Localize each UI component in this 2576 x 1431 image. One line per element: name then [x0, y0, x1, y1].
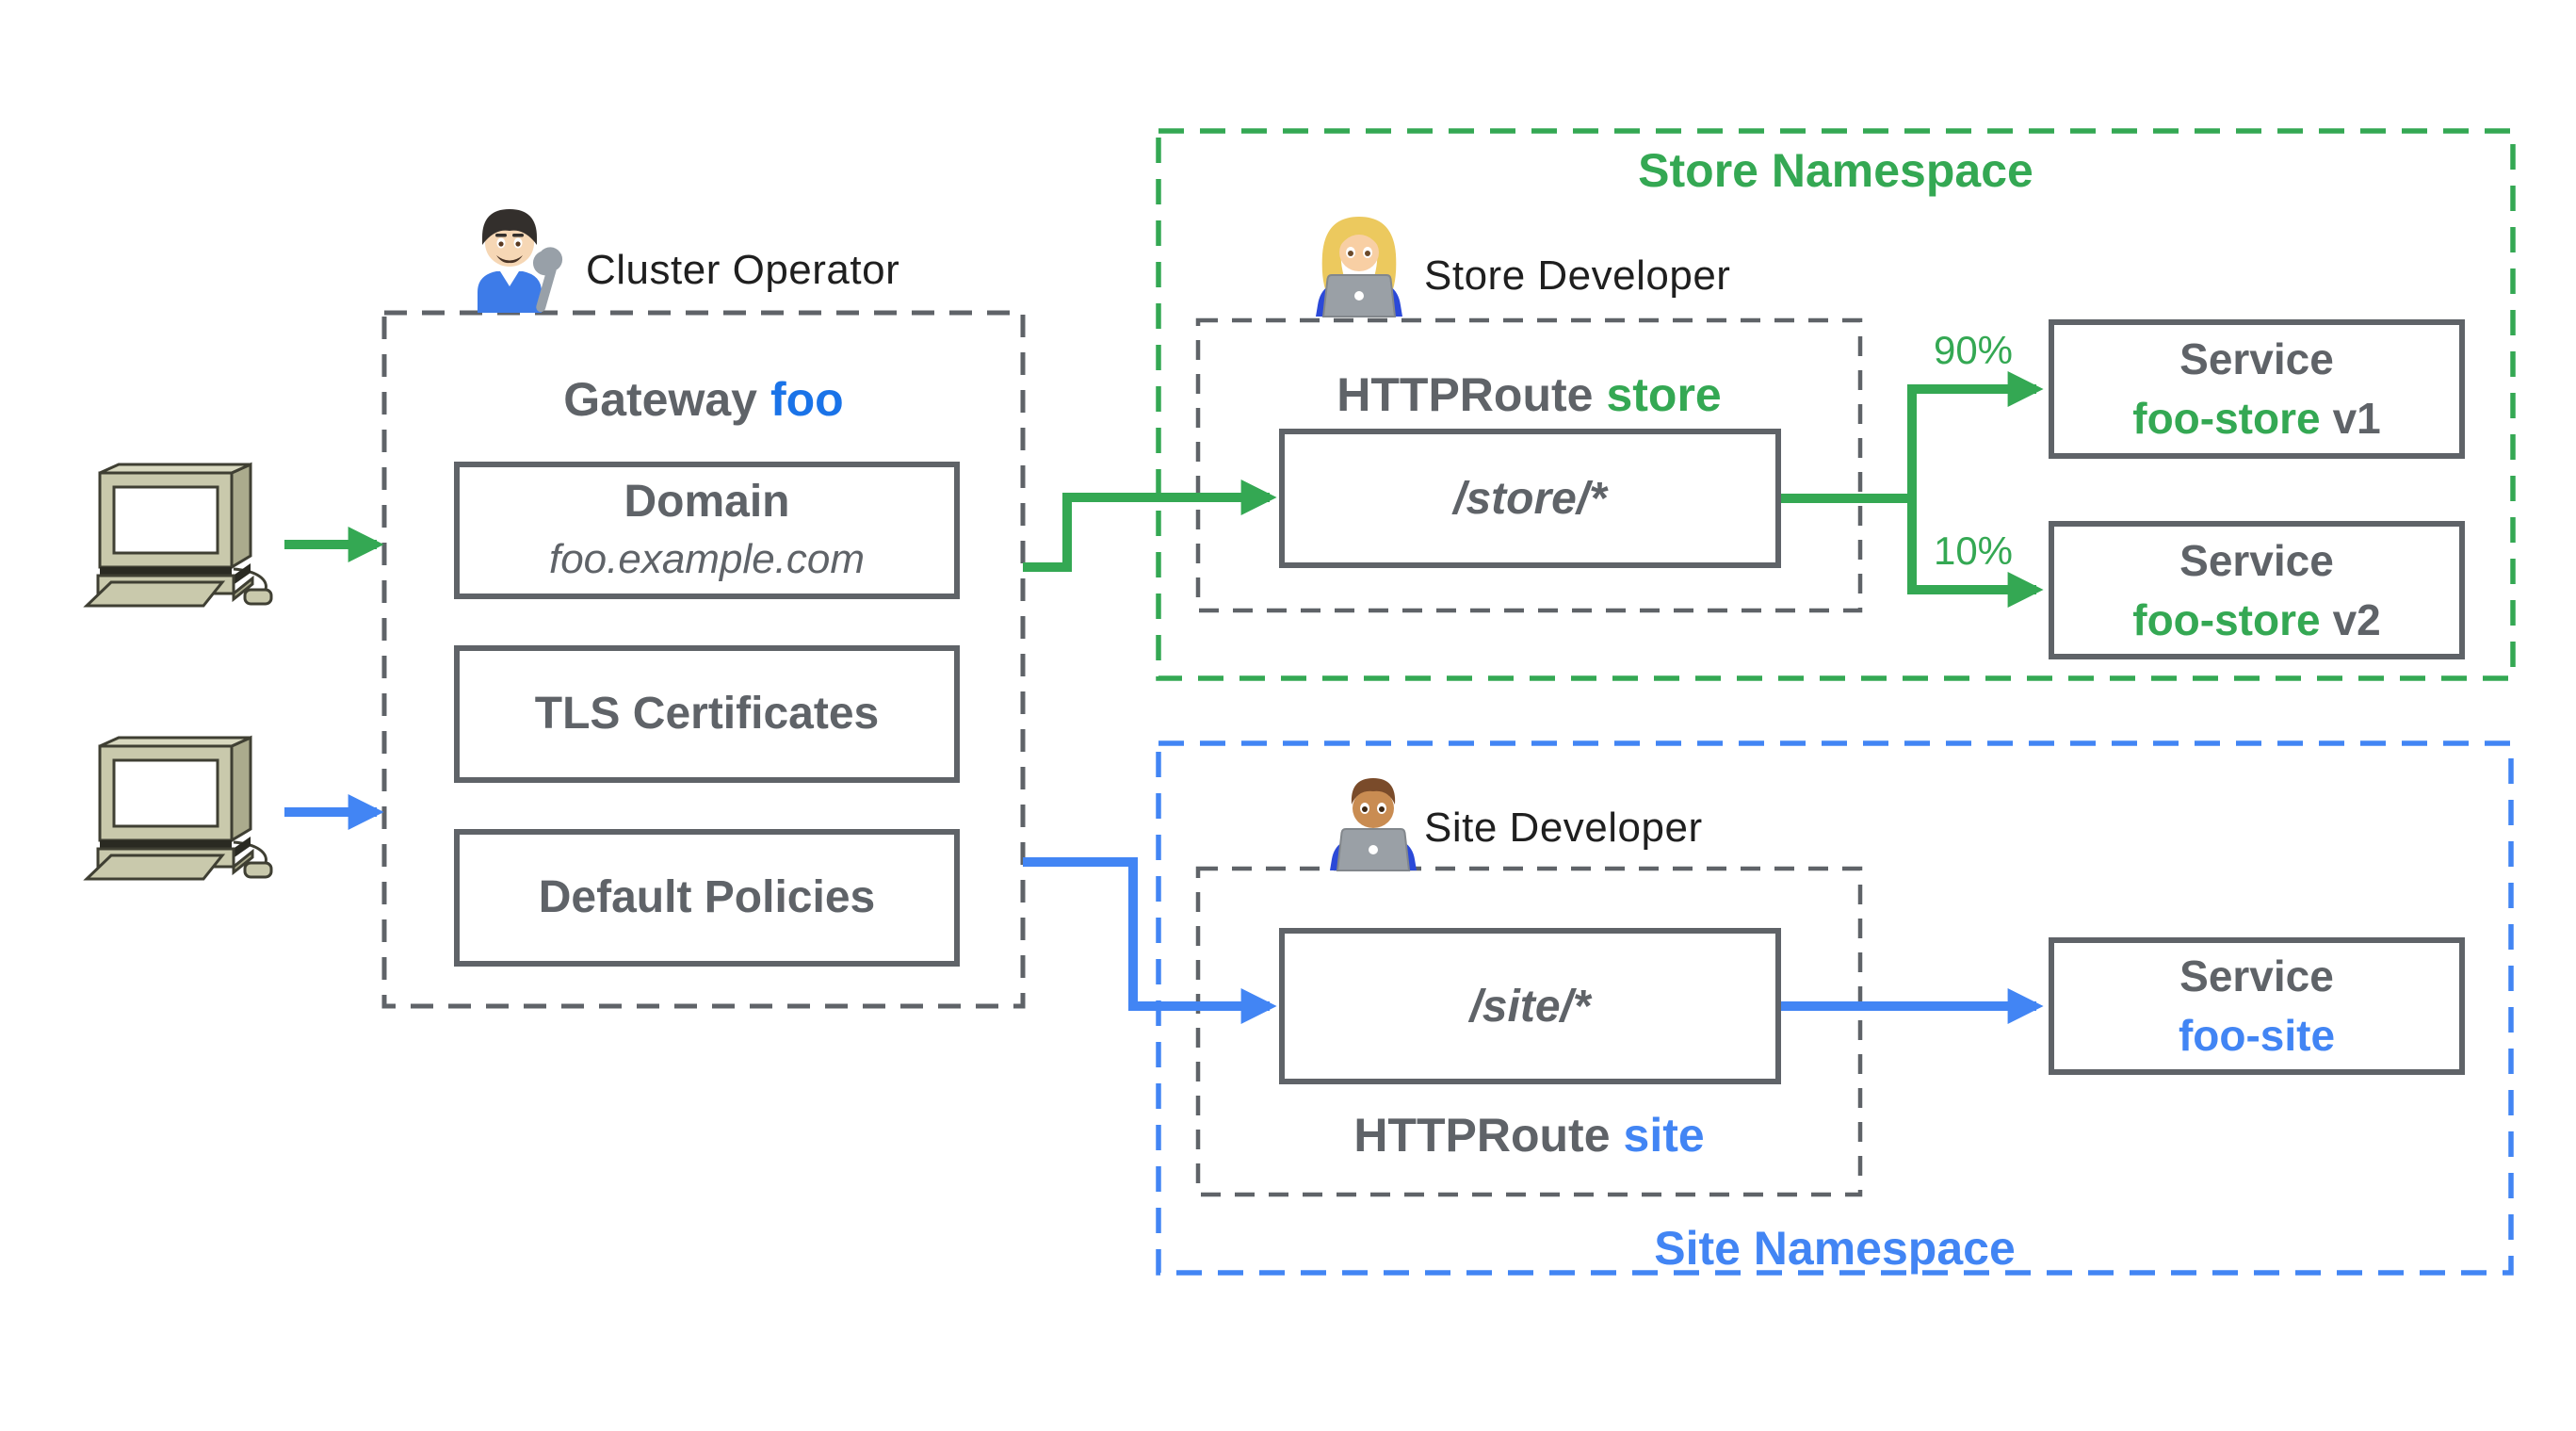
- split-90-percent-label: 90%: [1933, 328, 2014, 372]
- woman-technologist-emoji-icon: [1316, 217, 1402, 317]
- desktop-computer-icon: [83, 462, 273, 608]
- gateway-title-name: foo: [770, 373, 844, 426]
- gateway-title-prefix: Gateway: [563, 373, 757, 426]
- tls-certificates-box: TLS Certificates: [454, 645, 960, 783]
- domain-box: Domain foo.example.com: [454, 462, 960, 599]
- httproute-store-name: store: [1606, 368, 1722, 421]
- split-10-percent-label: 10%: [1933, 528, 2014, 573]
- domain-box-subtitle: foo.example.com: [548, 536, 866, 583]
- site-path-text: /site/*: [1469, 981, 1591, 1032]
- service-v2-label: Service: [2179, 535, 2334, 585]
- service-v1-name: foo-store: [2132, 394, 2321, 443]
- tls-box-title: TLS Certificates: [534, 688, 880, 739]
- cluster-operator-label: Cluster Operator: [586, 247, 900, 293]
- service-site-name: foo-site: [2178, 1011, 2336, 1060]
- httproute-site-name: site: [1623, 1109, 1705, 1162]
- site-namespace-label: Site Namespace: [1654, 1222, 2016, 1275]
- httproute-store-prefix: HTTPRoute: [1337, 368, 1594, 421]
- policies-box-title: Default Policies: [538, 871, 876, 922]
- store-namespace-label: Store Namespace: [1638, 144, 2033, 197]
- service-site-label: Service: [2179, 951, 2334, 1001]
- service-v1-version: v1: [2332, 394, 2381, 443]
- service-v2-version: v2: [2332, 594, 2381, 644]
- store-path-text: /store/*: [1453, 473, 1607, 524]
- gateway-dashed-box: [381, 310, 1026, 1009]
- store-split-10-arrow: [1907, 498, 2044, 608]
- site-developer-label: Site Developer: [1424, 805, 1703, 851]
- httproute-site-prefix: HTTPRoute: [1353, 1109, 1611, 1162]
- store-developer-label: Store Developer: [1424, 252, 1731, 299]
- man-mechanic-emoji-icon: [478, 209, 563, 313]
- service-foo-site-box: Service foo-site: [2049, 937, 2465, 1075]
- httproute-site-dashed-box: [1195, 866, 1863, 1197]
- desktop-computer-icon: [83, 735, 273, 881]
- service-v2-name: foo-store: [2132, 594, 2321, 644]
- service-v1-label: Service: [2179, 334, 2334, 384]
- site-path-box: /site/*: [1279, 928, 1781, 1084]
- gateway-to-site-route-arrow: [1023, 857, 1277, 1024]
- man-technologist-emoji-icon: [1330, 778, 1417, 871]
- store-namespace-dashed-box: [1156, 128, 2516, 681]
- gateway-to-store-route-arrow: [1023, 480, 1277, 572]
- store-split-90-arrow: [1907, 371, 2044, 498]
- domain-box-title: Domain: [624, 477, 790, 528]
- service-site-name-line: foo-site: [2179, 1011, 2335, 1061]
- store-path-box: /store/*: [1279, 429, 1781, 568]
- default-policies-box: Default Policies: [454, 829, 960, 967]
